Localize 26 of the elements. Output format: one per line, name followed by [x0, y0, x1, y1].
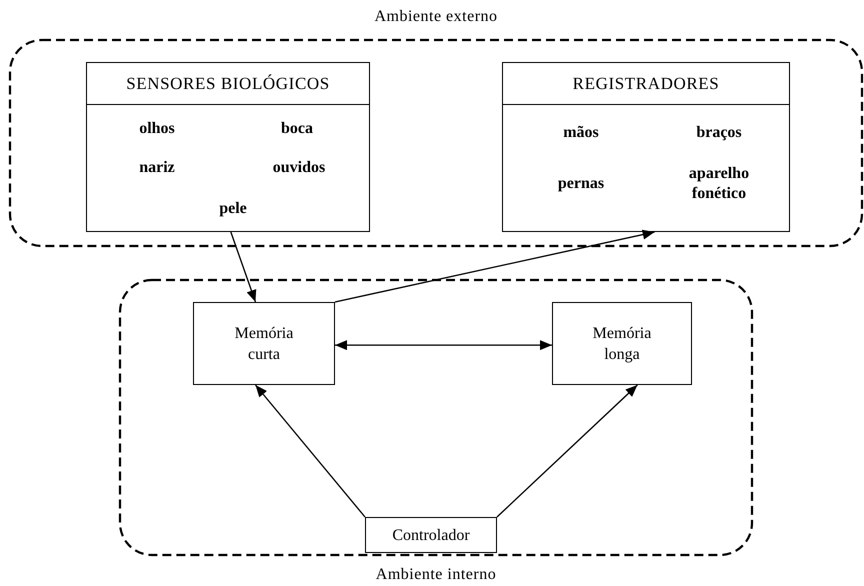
region-label: Ambiente externo	[374, 8, 498, 26]
box-label: Memória curta	[234, 324, 294, 364]
item-text: aparelho fonético	[688, 164, 750, 204]
item-text: pele	[218, 199, 248, 219]
region-label: Ambiente interno	[376, 566, 496, 584]
box-label: Controlador	[391, 526, 471, 546]
box-label: Memória longa	[592, 324, 652, 364]
arrow	[335, 340, 552, 350]
arrow	[230, 232, 256, 302]
item-text: boca	[280, 119, 314, 139]
box-title: REGISTRADORES	[572, 74, 720, 94]
process-box	[365, 517, 497, 553]
item-text: pernas	[556, 174, 606, 194]
table-box	[502, 62, 790, 232]
item-text: ouvidos	[272, 158, 326, 178]
arrow	[254, 384, 366, 518]
box-title: SENSORES BIOLÓGICOS	[126, 74, 330, 94]
item-text: braços	[695, 123, 743, 143]
process-box	[552, 302, 692, 385]
item-text: nariz	[138, 158, 176, 178]
item-text: olhos	[138, 119, 176, 139]
arrow	[334, 230, 655, 303]
item-text: mãos	[562, 123, 600, 143]
arrow	[496, 384, 638, 518]
table-box	[86, 62, 370, 232]
process-box	[193, 302, 335, 385]
